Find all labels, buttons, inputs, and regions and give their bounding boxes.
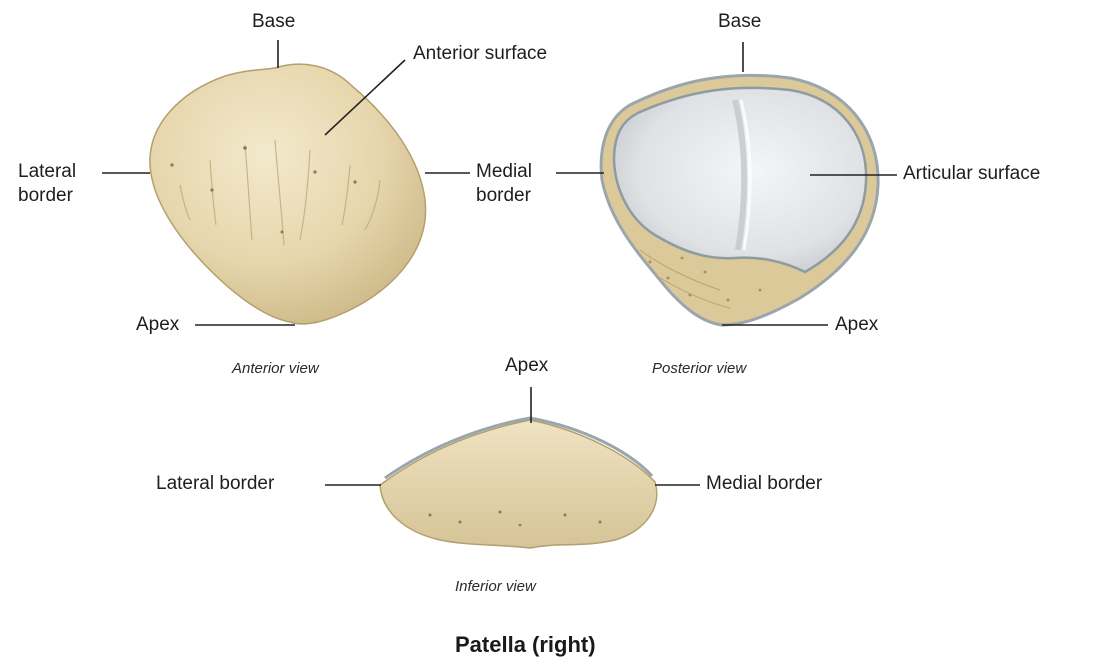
inferior-lateral-border-label: Lateral border: [156, 472, 274, 496]
posterior-apex-label: Apex: [835, 313, 878, 337]
anterior-patella: [150, 64, 426, 324]
anterior-lateral-border-label: Lateral border: [18, 160, 76, 208]
anterior-lateral-border-line1: Lateral: [18, 160, 76, 184]
anterior-view-caption: Anterior view: [232, 360, 319, 377]
inferior-apex-label: Apex: [505, 354, 548, 378]
diagram-title: Patella (right): [455, 632, 596, 658]
inferior-patella: [380, 418, 657, 548]
articular-surface-label: Articular surface: [903, 162, 1040, 186]
posterior-medial-border-line1: Medial: [476, 160, 532, 184]
anterior-lateral-border-line2: border: [18, 184, 76, 208]
inferior-view-caption: Inferior view: [455, 578, 536, 595]
posterior-view-caption: Posterior view: [652, 360, 746, 377]
anterior-base-label: Base: [252, 10, 295, 34]
inferior-medial-border-label: Medial border: [706, 472, 822, 496]
posterior-medial-border-line2: border: [476, 184, 532, 208]
anterior-apex-label: Apex: [136, 313, 179, 337]
anterior-surface-label: Anterior surface: [413, 42, 547, 66]
posterior-medial-border-label: Medial border: [476, 160, 532, 208]
posterior-base-label: Base: [718, 10, 761, 34]
posterior-patella: [601, 75, 878, 325]
